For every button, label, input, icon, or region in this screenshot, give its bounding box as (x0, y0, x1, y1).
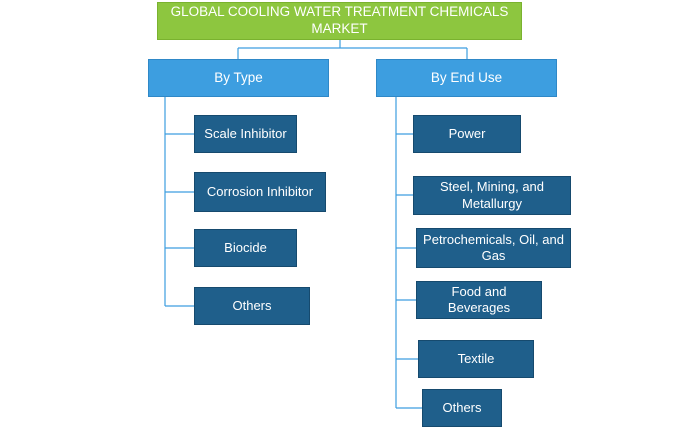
leaf-food-beverages: Food and Beverages (416, 281, 542, 319)
leaf-power: Power (413, 115, 521, 153)
leaf-biocide: Biocide (194, 229, 297, 267)
leaf-textile: Textile (418, 340, 534, 378)
leaf-steel-mining-metallurgy: Steel, Mining, and Metallurgy (413, 176, 571, 215)
leaf-corrosion-inhibitor: Corrosion Inhibitor (194, 172, 326, 212)
leaf-others-end-use: Others (422, 389, 502, 427)
branch-by-end-use: By End Use (376, 59, 557, 97)
branch-by-type: By Type (148, 59, 329, 97)
leaf-others-type: Others (194, 287, 310, 325)
root-node: GLOBAL COOLING WATER TREATMENT CHEMICALS… (157, 2, 522, 40)
leaf-scale-inhibitor: Scale Inhibitor (194, 115, 297, 153)
leaf-petrochemicals-oil-gas: Petrochemicals, Oil, and Gas (416, 228, 571, 268)
